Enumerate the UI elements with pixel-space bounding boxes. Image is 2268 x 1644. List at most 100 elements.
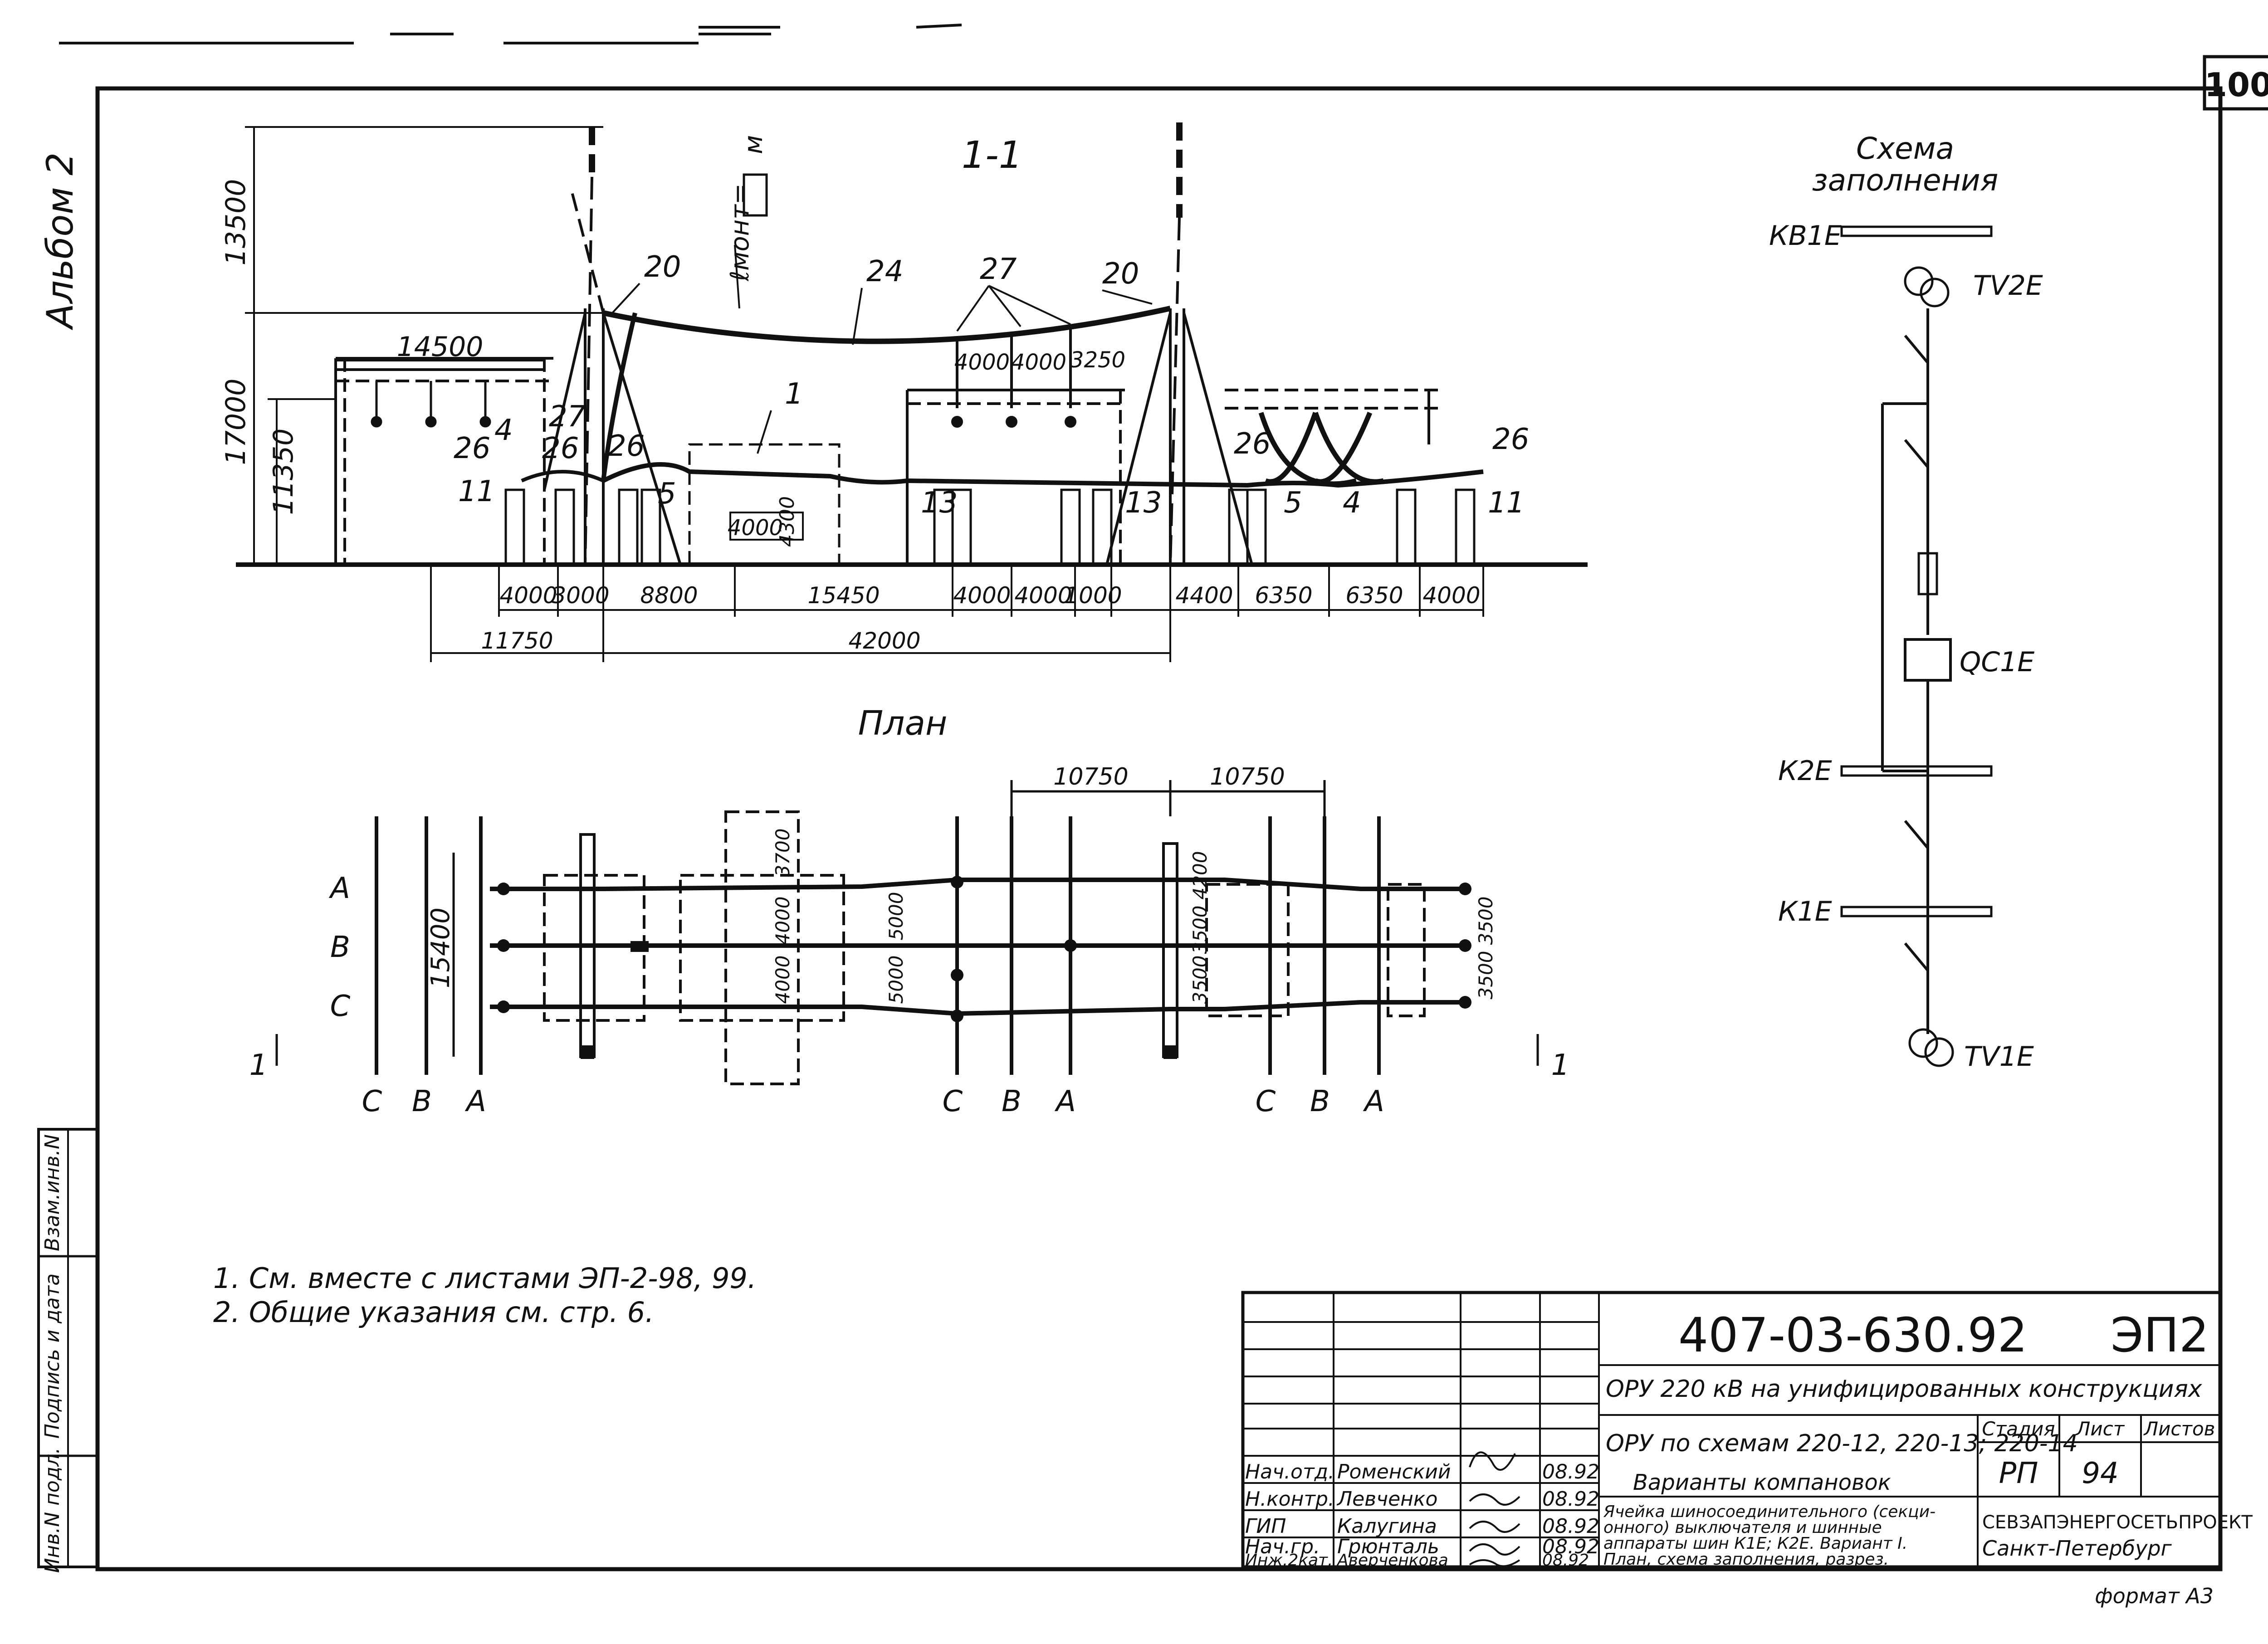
phase-a: A <box>328 872 350 905</box>
title-block: 407-03-630.92 ЭП2 ОРУ 220 кВ на унифицир… <box>1241 1291 2253 1608</box>
stage-value: РП <box>1999 1457 2038 1490</box>
label-qc1e: QC1E <box>1960 646 2034 678</box>
section-title: 1-1 <box>962 134 1022 177</box>
plan-gap-5000b: 5000 <box>885 956 907 1004</box>
plan-gap-4200: 4200 <box>1189 851 1211 900</box>
dim-row-7: 4400 <box>1175 582 1233 609</box>
height-11350: 11350 <box>268 429 299 515</box>
dim-row-2: 8800 <box>640 582 698 609</box>
plan-phase-wires <box>490 878 1465 1016</box>
bottom-left-c: C <box>362 1085 382 1118</box>
dim-row-5: 4000 <box>1014 582 1072 609</box>
org-name: СЕВЗАПЭНЕРГОСЕТЬПРОЕКТ <box>1982 1512 2253 1533</box>
description-2: онного) выключателя и шинные <box>1603 1518 1882 1537</box>
height-13500: 13500 <box>220 179 252 266</box>
pos-13b: 13 <box>1125 486 1162 520</box>
album-label: Альбом 2 <box>39 152 81 331</box>
plan-phase-labels: A B C C B A C B A C B A 1 1 <box>249 872 1570 1118</box>
center-gantry <box>906 329 1125 565</box>
scheme-title-2: заполнения <box>1812 163 1999 198</box>
equipment-supports <box>504 488 1476 566</box>
plan-gap-3700: 3700 <box>772 829 794 877</box>
montage-label: ℓмонт= <box>725 183 755 282</box>
date-2: 08.92 <box>1542 1515 1599 1538</box>
bus-k1e: К1Е <box>1778 896 1832 927</box>
note-1: 1. См. вместе с листами ЭП-2-98, 99. <box>213 1262 757 1295</box>
plan-dim-lines <box>275 780 1539 1066</box>
page-number-box <box>2203 55 2268 111</box>
plan-gap-3500b: 3500 <box>1189 956 1211 1004</box>
plan-gap-5000a: 5000 <box>885 892 907 941</box>
date-0: 08.92 <box>1542 1460 1599 1483</box>
bottom-mid-b: B <box>1002 1085 1022 1118</box>
pos-27b: 27 <box>549 400 586 434</box>
wire-4000b: 4000 <box>1011 350 1066 375</box>
page-number: 100 <box>2204 66 2268 104</box>
description-1: Ячейка шиносоединительного (секци- <box>1603 1503 1936 1521</box>
pos-5b: 5 <box>1284 486 1302 520</box>
pos-26c: 26 <box>608 429 645 463</box>
role-3: Нач.гр. <box>1245 1535 1320 1558</box>
bottom-right-c: C <box>1256 1085 1276 1118</box>
pos-24: 24 <box>866 255 903 288</box>
pos-11a: 11 <box>458 475 495 508</box>
pos-13a: 13 <box>921 486 958 520</box>
subtitle-2: Варианты компановок <box>1633 1470 1891 1495</box>
name-1: Левченко <box>1336 1488 1437 1511</box>
plan-gap-4000a: 4000 <box>772 897 794 945</box>
date-3: 08.92 <box>1542 1535 1599 1558</box>
project-title: ОРУ 220 кВ на унифицированных конструкци… <box>1606 1376 2203 1403</box>
section-marker-left: 1 <box>249 1049 268 1082</box>
position-labels: 20 20 24 27 1 4 26 26 26 27 11 5 13 13 2… <box>454 250 1529 520</box>
pos-26a: 26 <box>454 432 490 465</box>
bus-wire-24 <box>602 306 1171 344</box>
pos-20b: 20 <box>1102 257 1139 291</box>
section-1-1: 1-1 13500 17000 11350 14500 <box>220 122 1588 662</box>
side-stamp-inv: Инв.N подл. <box>41 1448 64 1573</box>
city-name: Санкт-Петербург <box>1982 1536 2172 1561</box>
name-0: Роменский <box>1337 1460 1451 1483</box>
left-gantry <box>334 357 553 565</box>
dim-inner-4300: 4300 <box>776 496 799 547</box>
pos-11b: 11 <box>1488 486 1525 520</box>
paper-format: формат А3 <box>2095 1584 2214 1608</box>
plan-title: План <box>858 704 948 743</box>
section-marker-right: 1 <box>1551 1049 1570 1082</box>
right-gantry <box>1225 389 1438 487</box>
dim-row-8: 6350 <box>1255 582 1312 609</box>
left-portal <box>543 127 682 565</box>
stage-label: Стадия <box>1982 1418 2055 1440</box>
montage-unit: м <box>739 135 768 154</box>
sheet-code: ЭП2 <box>2111 1307 2209 1363</box>
pos-27a: 27 <box>980 253 1017 286</box>
plan-span-10750b: 10750 <box>1210 763 1285 790</box>
span-14500: 14500 <box>397 331 484 363</box>
breaker-qc1e <box>1904 638 1952 682</box>
dim-row-3: 15450 <box>807 582 880 609</box>
single-line-scheme: Схема заполнения КВ1Е TV2E QC1E К2Е К1Е … <box>1769 131 2043 1073</box>
dim-row-4: 4000 <box>953 582 1011 609</box>
name-4: Аверченкова <box>1336 1551 1448 1570</box>
plan-view: План A B C C <box>249 704 1570 1118</box>
bottom-mid-c: C <box>943 1085 963 1118</box>
drawing-frame <box>95 86 2223 1571</box>
dim-row-1: 3000 <box>552 582 609 609</box>
role-1: Н.контр. <box>1245 1488 1334 1511</box>
bottom-left-b: B <box>412 1085 432 1118</box>
plan-span-10750a: 10750 <box>1053 763 1128 790</box>
dim-overall-11750: 11750 <box>481 628 553 654</box>
scheme-main-line <box>1881 308 1929 1034</box>
plan-nodes <box>497 876 1471 1059</box>
signature-roles: Нач.отд. Роменский 08.92 Н.контр. Левчен… <box>1245 1460 1599 1570</box>
dim-row-6: 1000 <box>1064 582 1122 609</box>
wire-3250: 3250 <box>1070 347 1125 373</box>
bottom-right-a: A <box>1363 1085 1384 1118</box>
dim-row-0: 4000 <box>499 582 557 609</box>
coil-symbol <box>1917 552 1938 595</box>
description-3: аппараты шин К1Е; К2Е. Вариант I. <box>1603 1534 1907 1553</box>
sheets-label: Листов <box>2143 1418 2215 1440</box>
plan-gap-3500c: 3500 <box>1475 897 1497 945</box>
pos-20a: 20 <box>644 250 681 284</box>
name-3: Грюнталь <box>1337 1535 1439 1558</box>
